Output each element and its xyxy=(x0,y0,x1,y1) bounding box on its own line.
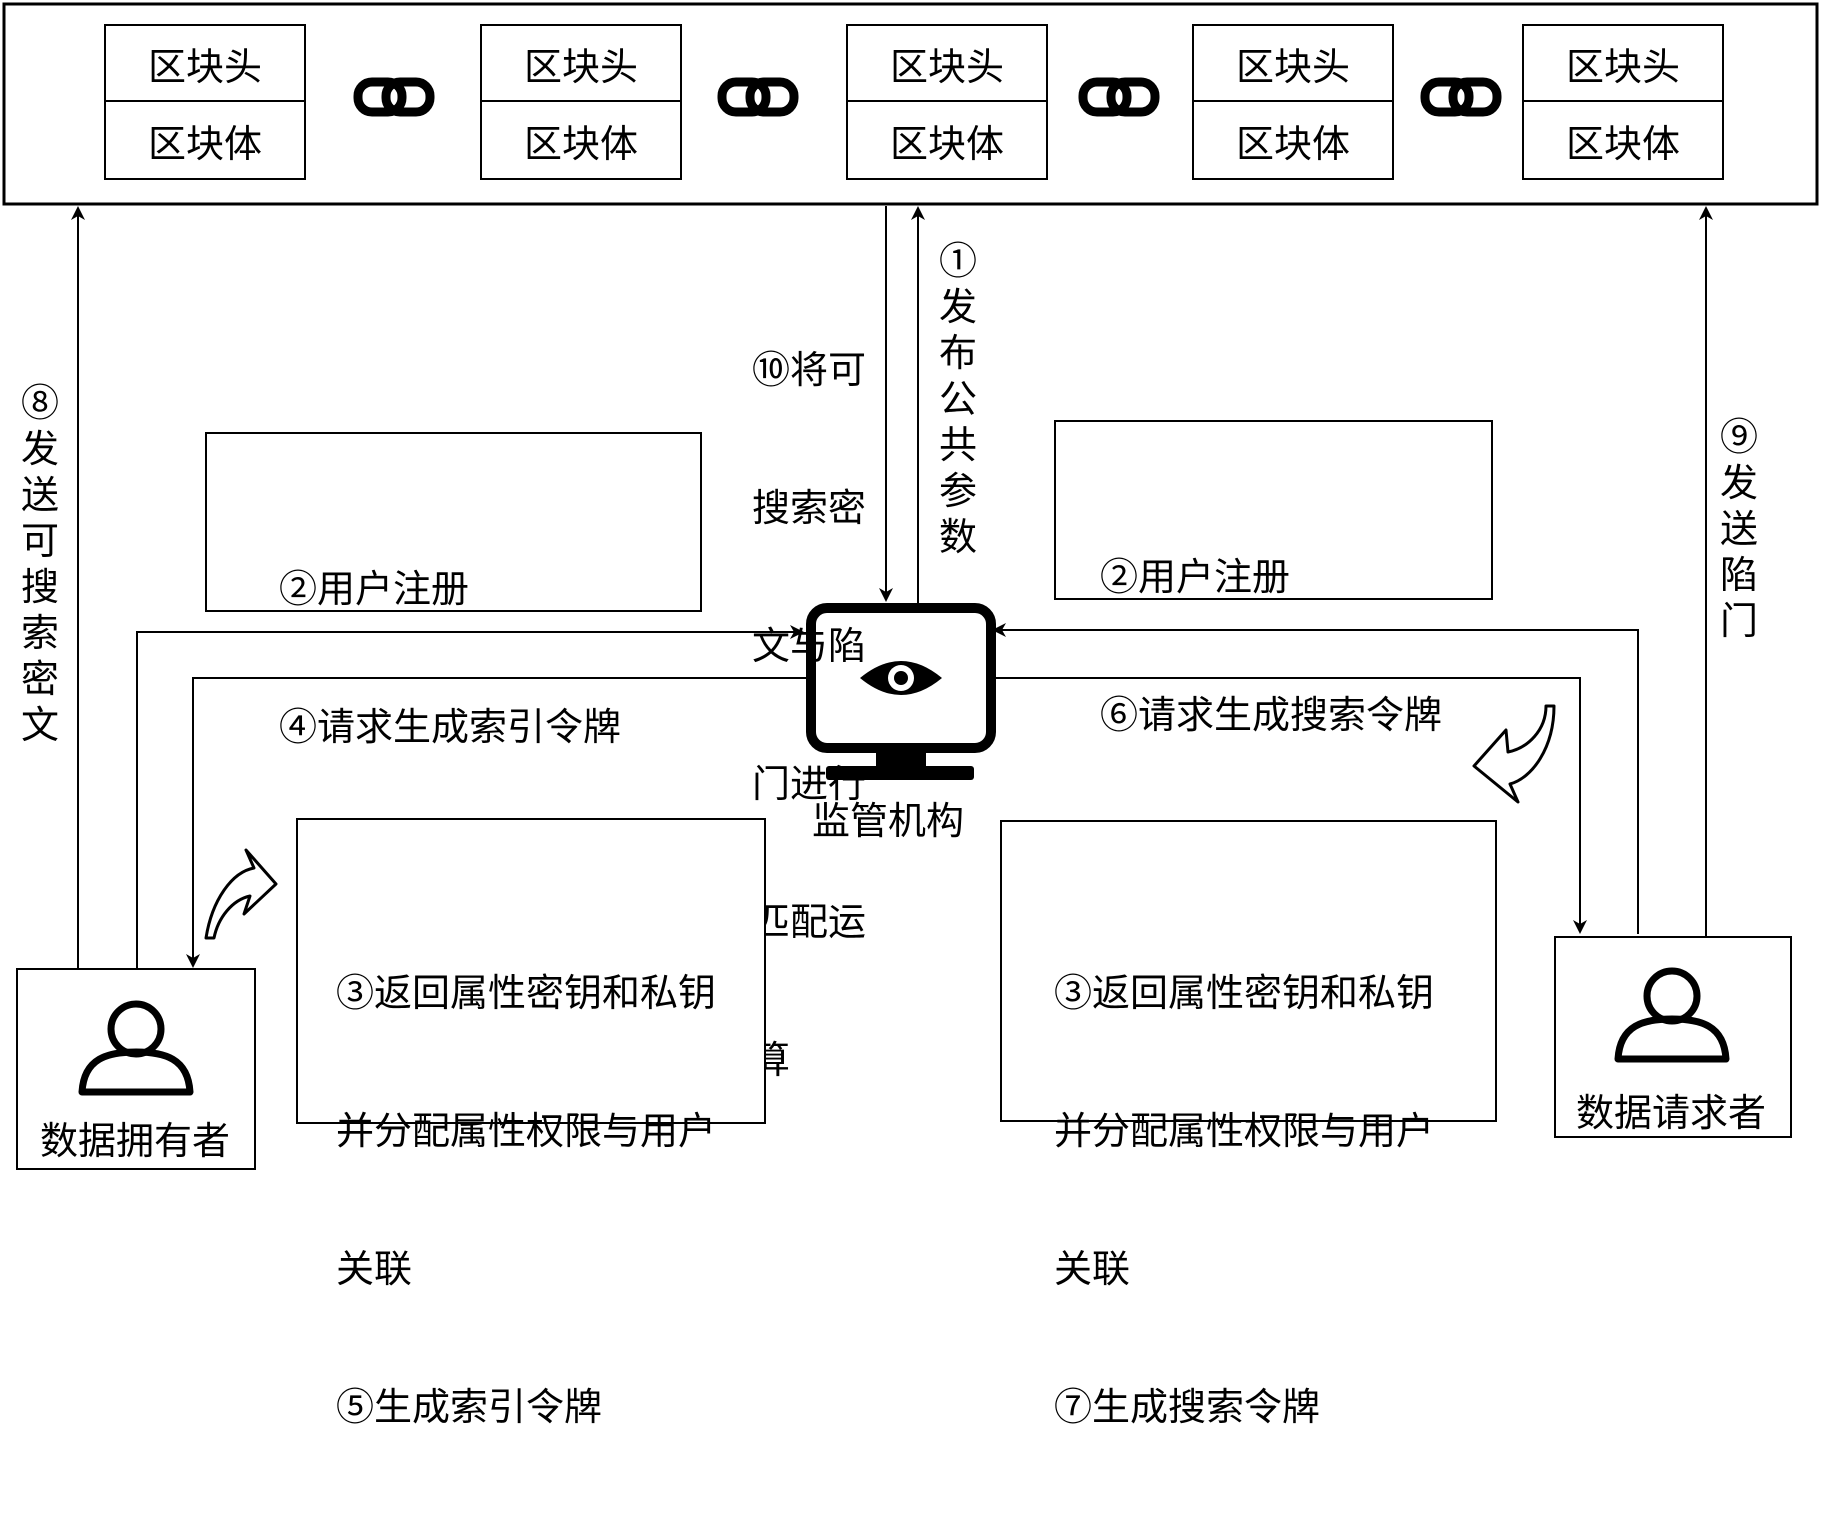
requester-response-line: 并分配属性权限与用户 xyxy=(1054,1109,1435,1153)
block-header: 区块头 xyxy=(106,26,304,102)
data-owner-box: 数据拥有者 xyxy=(16,968,256,1170)
monitor-eye-icon xyxy=(806,603,996,780)
block-2: 区块头 区块体 xyxy=(480,24,682,180)
step1-label: ①发布公共参数 xyxy=(938,239,977,559)
chain-link-icon xyxy=(717,77,799,117)
blockchain-frame xyxy=(2,2,1819,206)
data-owner-label: 数据拥有者 xyxy=(40,1119,231,1163)
owner-request-box: ②用户注册 ④请求生成索引令牌 xyxy=(205,432,702,749)
block-1: 区块头 区块体 xyxy=(104,24,306,180)
requester-request-line: ⑥请求生成搜索令牌 xyxy=(1100,693,1443,737)
requester-response-line: 关联 xyxy=(1054,1247,1131,1291)
curved-arrow-icon xyxy=(204,848,278,940)
block-3: 区块头 区块体 xyxy=(846,24,1048,180)
block-4: 区块头 区块体 xyxy=(1192,24,1394,180)
arrow-requester-request xyxy=(992,623,1639,934)
diagram-canvas xyxy=(2,2,1819,1096)
owner-request-line: ④请求生成索引令牌 xyxy=(279,705,622,749)
requester-response-box: ③返回属性密钥和私钥 并分配属性权限与用户 关联 ⑦生成搜索令牌 xyxy=(1000,820,1497,1429)
block-body: 区块体 xyxy=(1235,121,1350,166)
arrow-requester-response xyxy=(990,677,1587,934)
curved-arrow-icon xyxy=(1472,704,1556,804)
owner-response-line: ③返回属性密钥和私钥 xyxy=(336,971,717,1015)
arrow-owner-response xyxy=(186,677,812,968)
owner-request-line: ②用户注册 xyxy=(279,567,470,611)
supervisor-label: 监管机构 xyxy=(812,799,965,843)
data-requester-person-icon xyxy=(1614,967,1730,1063)
block-body: 区块体 xyxy=(889,121,1004,166)
data-owner-person-icon xyxy=(78,1000,194,1096)
owner-response-line: 并分配属性权限与用户 xyxy=(336,1109,717,1153)
block-header: 区块头 xyxy=(482,26,680,102)
data-requester-box: 数据请求者 xyxy=(1554,936,1792,1138)
chain-link-icon xyxy=(1078,77,1160,117)
step9-label: ⑨发送陷门 xyxy=(1719,415,1758,643)
requester-request-line: ②用户注册 xyxy=(1100,555,1291,599)
step8-label: ⑧发送可搜索密文 xyxy=(20,381,59,747)
owner-response-box: ③返回属性密钥和私钥 并分配属性权限与用户 关联 ⑤生成索引令牌 xyxy=(296,818,766,1429)
block-header: 区块头 xyxy=(1194,26,1392,102)
block-body: 区块体 xyxy=(147,121,262,166)
block-body: 区块体 xyxy=(1565,121,1680,166)
block-body: 区块体 xyxy=(523,121,638,166)
block-header: 区块头 xyxy=(848,26,1046,102)
chain-link-icon xyxy=(353,77,435,117)
requester-request-box: ②用户注册 ⑥请求生成搜索令牌 xyxy=(1054,420,1493,737)
requester-response-line: ③返回属性密钥和私钥 xyxy=(1054,971,1435,1015)
block-5: 区块头 区块体 xyxy=(1522,24,1724,180)
owner-response-line: ⑤生成索引令牌 xyxy=(336,1385,603,1429)
step10-label: ⑩将可 搜索密 文与陷 门进行 匹配运 算 xyxy=(752,348,867,1082)
arrow-owner-request xyxy=(136,625,804,968)
chain-link-icon xyxy=(1420,77,1502,117)
block-header: 区块头 xyxy=(1524,26,1722,102)
requester-response-line: ⑦生成搜索令牌 xyxy=(1054,1385,1321,1429)
owner-response-line: 关联 xyxy=(336,1247,413,1291)
data-requester-label: 数据请求者 xyxy=(1576,1091,1767,1135)
